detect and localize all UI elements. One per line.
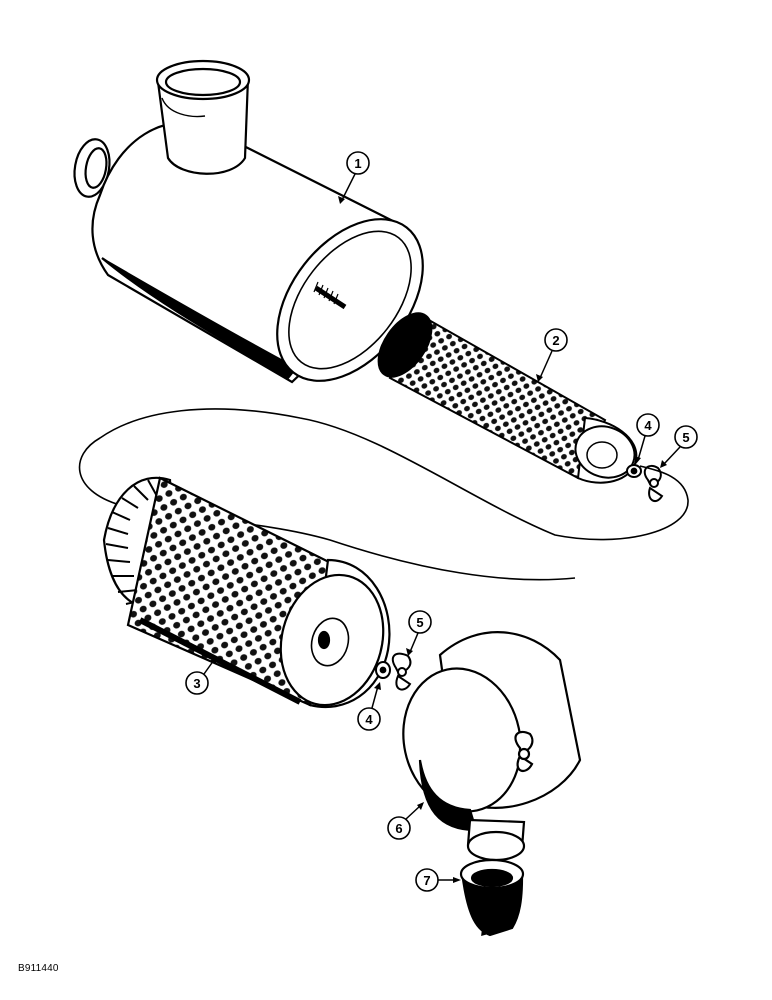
- dust-ejector-valve: [459, 858, 525, 937]
- callout-5-upper-label: 5: [682, 430, 689, 445]
- washer-upper: [626, 464, 642, 478]
- callout-5-upper: 5: [660, 425, 698, 468]
- callout-4-lower: 4: [357, 682, 381, 731]
- callout-7-label: 7: [423, 873, 430, 888]
- outer-filter-element: [102, 476, 391, 709]
- callout-4-upper: 4: [634, 413, 660, 464]
- callout-6-label: 6: [395, 821, 402, 836]
- callout-2: 2: [536, 328, 568, 382]
- callout-2-label: 2: [552, 333, 559, 348]
- wing-nut-lower: [391, 652, 412, 691]
- callout-3-label: 3: [193, 676, 200, 691]
- callout-6: 6: [387, 802, 424, 840]
- figure-reference-code: B911440: [18, 963, 59, 974]
- callout-4-upper-label: 4: [644, 418, 652, 433]
- callout-1-label: 1: [354, 156, 361, 171]
- callout-7: 7: [415, 868, 461, 892]
- callout-1: 1: [338, 151, 370, 204]
- inner-filter-element: [377, 312, 638, 484]
- callout-4-lower-label: 4: [365, 712, 373, 727]
- air-cleaner-cover: [402, 631, 582, 862]
- callout-5-lower-label: 5: [416, 615, 423, 630]
- air-cleaner-housing: [73, 59, 424, 384]
- washer-lower: [375, 661, 391, 679]
- callout-5-lower: 5: [406, 610, 432, 656]
- callout-3: 3: [185, 656, 216, 695]
